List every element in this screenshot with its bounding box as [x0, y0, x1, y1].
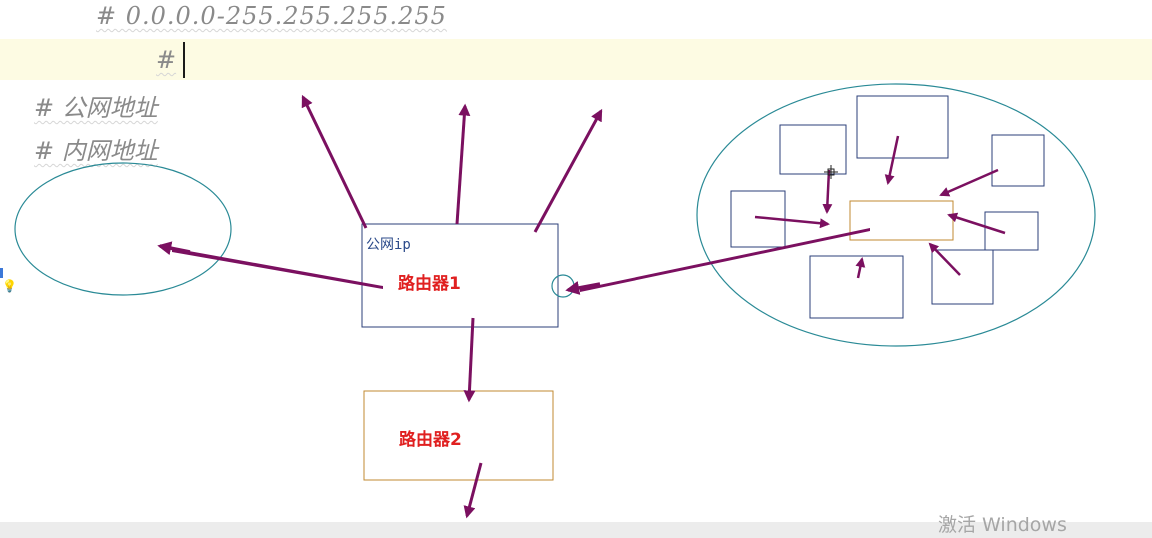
arrow-host-to-switch [754, 215, 830, 229]
activate-windows-watermark: 激活 Windows [938, 514, 1067, 536]
arrow-host-to-switch [947, 212, 1006, 235]
arrow-host-to-switch [928, 242, 961, 276]
arrow-router1-to-router2 [463, 317, 476, 403]
router1-label: 路由器1 [398, 274, 461, 294]
crosshair-cursor-icon [824, 165, 838, 179]
lan-host-box [809, 255, 904, 319]
code-line-ip-range[interactable]: # 0.0.0.0-255.255.255.255 [96, 2, 447, 30]
left-network-ellipse [14, 162, 232, 296]
horizontal-scrollbar[interactable] [0, 522, 1152, 538]
router1-ip-label: 公网ip [366, 237, 411, 253]
arrow-router1-up [455, 103, 471, 225]
arrow-host-to-switch [822, 169, 833, 214]
arrow-router1-up-right [533, 108, 603, 233]
text-caret [183, 42, 185, 78]
arrow-host-to-switch [884, 135, 900, 185]
current-line-highlight [0, 39, 1152, 80]
lan-host-box [984, 211, 1039, 251]
gutter-marker [0, 268, 3, 278]
arrow-router1-up-left [301, 94, 368, 229]
lan-ellipse [696, 83, 1096, 347]
code-line-private-address[interactable]: # 内网地址 [34, 137, 158, 165]
code-line-public-address[interactable]: # 公网地址 [34, 94, 158, 122]
arrow-router1-to-left-network-head [157, 241, 191, 256]
arrow-lan-to-router1-head [565, 281, 601, 295]
router2-box [363, 390, 554, 481]
code-line-current[interactable]: # [156, 46, 177, 74]
arrow-router1-to-left-network [172, 248, 383, 289]
arrow-host-to-switch [855, 257, 866, 279]
arrow-host-to-switch [939, 168, 999, 197]
lightbulb-icon[interactable]: 💡 [2, 279, 17, 293]
lan-host-box [779, 124, 847, 175]
lan-host-box [991, 134, 1045, 187]
lan-host-box [931, 249, 994, 305]
arrow-router2-down [463, 462, 483, 519]
arrow-lan-to-router1 [580, 228, 870, 292]
router2-label: 路由器2 [399, 430, 462, 450]
router1-box [361, 223, 559, 328]
lan-host-box [856, 95, 949, 159]
lan-switch-box [849, 200, 954, 241]
